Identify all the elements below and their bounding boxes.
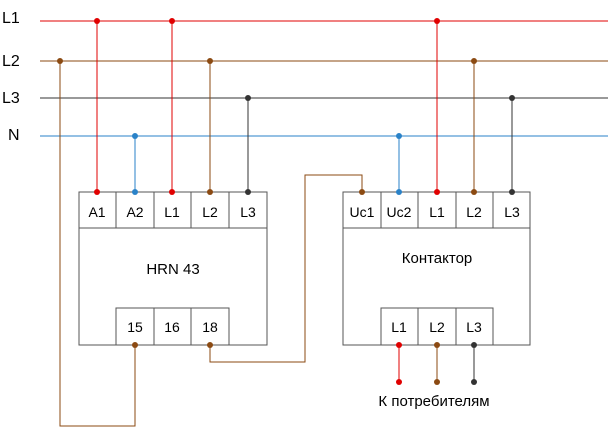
contactor-bottom-terminals: L1 L2 L3 — [380, 307, 494, 346]
contactor-terminal-l3 — [492, 191, 531, 229]
relay-terminal-label: 18 — [202, 319, 218, 335]
terminal-dot — [132, 342, 138, 348]
terminal-dot — [396, 189, 402, 195]
relay-terminal-l3 — [228, 191, 268, 229]
contactor-terminal-label: L1 — [391, 319, 407, 335]
terminal-dot — [471, 342, 477, 348]
contactor-top-terminals: Uc1 Uc2 L1 L2 L3 — [342, 191, 531, 229]
load-label: К потребителям — [378, 393, 489, 410]
terminal-dot — [434, 342, 440, 348]
contactor-terminal-label: L3 — [504, 204, 520, 220]
contactor-terminal-label: Uc2 — [387, 204, 412, 220]
relay-terminal-18 — [190, 307, 230, 346]
contactor-terminal-label: Uc1 — [350, 204, 375, 220]
wire-l2-to-15 — [59, 61, 136, 427]
output-dot — [434, 379, 440, 385]
relay-terminal-label: L3 — [240, 204, 256, 220]
output-dot — [396, 379, 402, 385]
contactor-terminal-l1 — [417, 191, 457, 229]
junction-dots — [57, 18, 515, 385]
relay-terminal-label: L2 — [202, 204, 218, 220]
relay-terminal-a1 — [78, 191, 117, 229]
output-dot — [471, 379, 477, 385]
terminal-dot — [94, 189, 100, 195]
junction-dot — [245, 95, 251, 101]
junction-dot — [169, 18, 175, 24]
terminal-dot — [207, 189, 213, 195]
junction-dot — [509, 95, 515, 101]
relay-terminal-label: 15 — [127, 319, 143, 335]
terminal-dot — [434, 189, 440, 195]
relay-terminal-label: 16 — [164, 319, 180, 335]
terminal-dot — [169, 189, 175, 195]
contactor-terminal-uc1 — [342, 191, 382, 229]
junction-dot — [434, 18, 440, 24]
terminal-dot — [132, 189, 138, 195]
terminal-dot — [396, 342, 402, 348]
terminal-dot — [509, 189, 515, 195]
contactor-terminal-label: L1 — [429, 204, 445, 220]
relay-name: HRN 43 — [146, 261, 199, 278]
junction-dot — [57, 58, 63, 64]
contactor-terminal-uc2 — [380, 191, 419, 229]
wire-18-to-uc1 — [209, 174, 363, 363]
terminal-dot — [359, 189, 365, 195]
relay-terminal-l1 — [153, 191, 192, 229]
relay-terminal-label: A1 — [88, 204, 105, 220]
junction-dot — [94, 18, 100, 24]
contactor-terminal-label: L3 — [466, 319, 482, 335]
contactor-terminal-label: L2 — [429, 319, 445, 335]
terminal-dot — [471, 189, 477, 195]
junction-dot — [396, 133, 402, 139]
contactor-name: Контактор — [402, 250, 473, 267]
relay-top-terminals: A1 A2 L1 L2 L3 — [78, 191, 268, 229]
relay-terminal-label: L1 — [164, 204, 180, 220]
bus-label-l3: L3 — [2, 90, 20, 107]
bus-label-n: N — [8, 127, 20, 144]
relay-bottom-terminals: 15 16 18 — [115, 307, 230, 346]
junction-dot — [207, 58, 213, 64]
relay-terminal-label: A2 — [126, 204, 143, 220]
contactor-out-l3 — [455, 307, 494, 346]
bus-label-l1: L1 — [2, 10, 20, 27]
terminal-dot — [245, 189, 251, 195]
bus-label-l2: L2 — [2, 53, 20, 70]
junction-dot — [471, 58, 477, 64]
contactor-terminal-label: L2 — [466, 204, 482, 220]
terminal-dot — [207, 342, 213, 348]
junction-dot — [132, 133, 138, 139]
